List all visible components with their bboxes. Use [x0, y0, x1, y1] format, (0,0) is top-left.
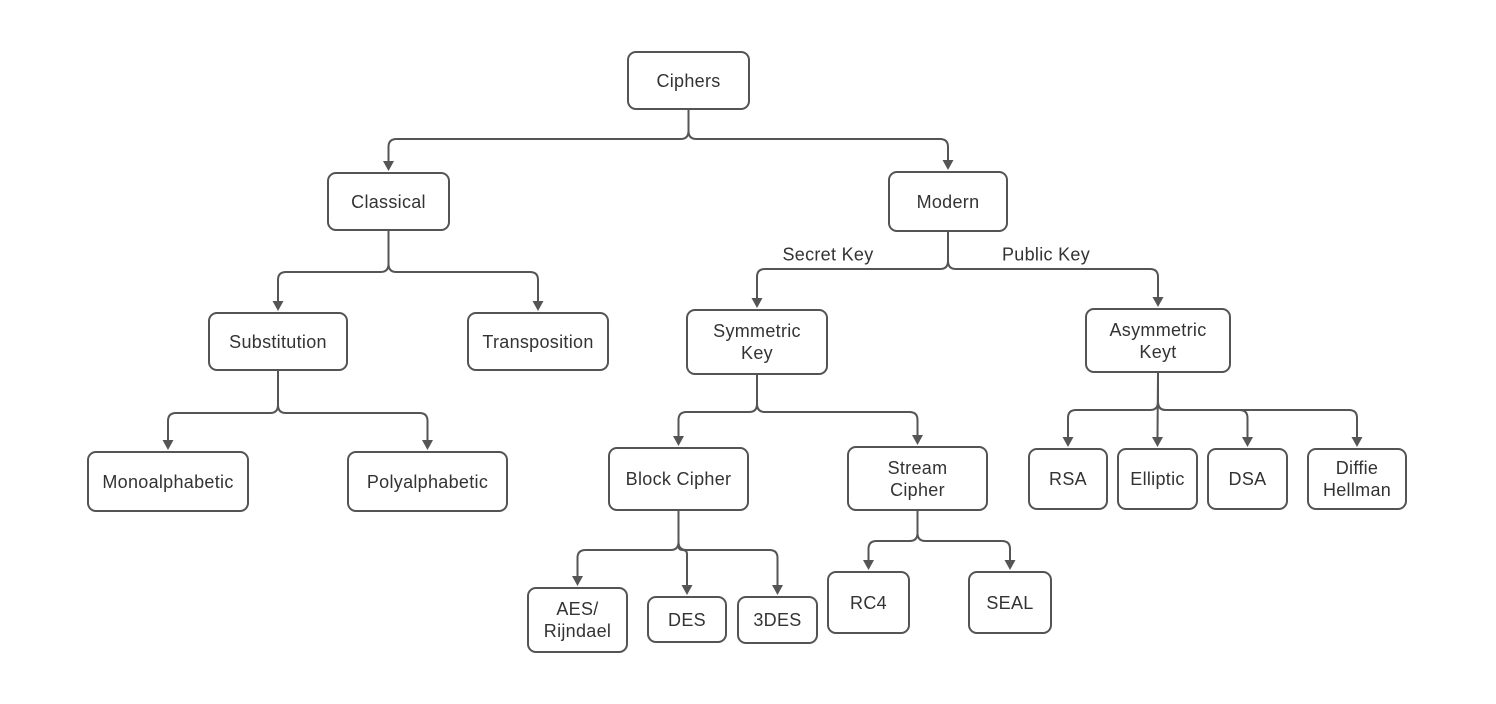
edge-label-modern-asymmetric: Public Key	[999, 244, 1093, 266]
node-mono: Monoalphabetic	[87, 451, 249, 512]
node-elliptic: Elliptic	[1117, 448, 1198, 510]
node-label: Stream Cipher	[887, 457, 948, 500]
edge-ciphers-modern	[687, 110, 949, 160]
arrowhead-mono	[162, 440, 174, 450]
edge-block-aes	[576, 511, 680, 576]
node-label: Polyalphabetic	[366, 471, 489, 492]
edge-classical-substitution	[277, 231, 390, 301]
node-label: AES/ Rijndael	[543, 599, 612, 641]
edge-label-modern-symmetric: Secret Key	[780, 244, 876, 266]
arrowhead-rsa	[1062, 437, 1074, 447]
node-aes: AES/ Rijndael	[527, 587, 628, 653]
edge-symmetric-stream	[756, 375, 919, 435]
edge-classical-transposition	[387, 231, 539, 301]
node-label: DSA	[1228, 469, 1267, 489]
node-symmetric: Symmetric Key	[686, 309, 828, 375]
arrowhead-des	[681, 585, 693, 595]
node-substitution: Substitution	[208, 312, 348, 371]
node-block: Block Cipher	[608, 447, 749, 511]
node-classical: Classical	[327, 172, 450, 231]
node-ciphers: Ciphers	[627, 51, 750, 110]
node-label: Diffie Hellman	[1322, 458, 1392, 500]
node-label: SEAL	[986, 592, 1034, 613]
node-seal: SEAL	[968, 571, 1052, 634]
edge-block-tdes	[677, 511, 779, 585]
arrowhead-tdes	[772, 585, 783, 595]
arrowhead-modern	[942, 160, 954, 170]
node-modern: Modern	[888, 171, 1008, 232]
node-asymmetric: Asymmetric Keyt	[1085, 308, 1231, 373]
arrowhead-block	[673, 436, 684, 446]
arrowhead-asymmetric	[1152, 297, 1164, 307]
edge-asymmetric-rsa	[1067, 373, 1159, 437]
node-label: Classical	[351, 191, 426, 212]
node-label: Modern	[916, 191, 980, 212]
arrowhead-dsa	[1242, 437, 1253, 447]
edge-symmetric-block	[677, 375, 758, 436]
arrowhead-substitution	[272, 301, 284, 311]
edge-ciphers-classical	[387, 110, 690, 161]
node-label: Substitution	[229, 331, 327, 352]
edge-block-des	[677, 511, 688, 585]
edge-asymmetric-elliptic	[1156, 372, 1159, 438]
arrowhead-aes	[572, 576, 583, 586]
node-label: DES	[668, 609, 706, 630]
node-tdes: 3DES	[737, 596, 818, 644]
node-des: DES	[647, 596, 727, 643]
arrowhead-rc4	[863, 560, 874, 570]
edge-stream-seal	[916, 511, 1011, 560]
node-label: 3DES	[753, 610, 802, 630]
node-label: Elliptic	[1130, 469, 1185, 489]
edge-stream-rc4	[867, 511, 919, 560]
node-rsa: RSA	[1028, 448, 1108, 510]
arrowhead-classical	[383, 161, 394, 171]
arrowhead-stream	[912, 435, 923, 445]
node-label: RC4	[850, 592, 887, 613]
node-rc4: RC4	[827, 571, 910, 634]
node-label: Asymmetric Keyt	[1109, 319, 1207, 362]
node-label: Monoalphabetic	[102, 471, 234, 492]
node-dh: Diffie Hellman	[1307, 448, 1407, 510]
edge-substitution-poly	[277, 371, 429, 440]
arrowhead-poly	[422, 440, 433, 450]
node-poly: Polyalphabetic	[347, 451, 508, 512]
edge-asymmetric-dh	[1157, 373, 1358, 437]
node-label: Ciphers	[656, 70, 721, 91]
node-label: Transposition	[482, 331, 594, 352]
node-stream: Stream Cipher	[847, 446, 988, 511]
node-label: Symmetric Key	[713, 321, 801, 363]
arrowhead-symmetric	[751, 298, 763, 308]
arrowhead-elliptic	[1152, 437, 1163, 447]
edge-substitution-mono	[167, 371, 279, 440]
node-dsa: DSA	[1207, 448, 1288, 510]
arrowhead-dh	[1351, 437, 1363, 447]
node-transposition: Transposition	[467, 312, 609, 371]
node-label: Block Cipher	[625, 469, 732, 489]
arrowhead-seal	[1004, 560, 1016, 570]
edge-asymmetric-dsa	[1157, 373, 1249, 437]
arrowhead-transposition	[532, 301, 544, 311]
node-label: RSA	[1049, 469, 1087, 489]
